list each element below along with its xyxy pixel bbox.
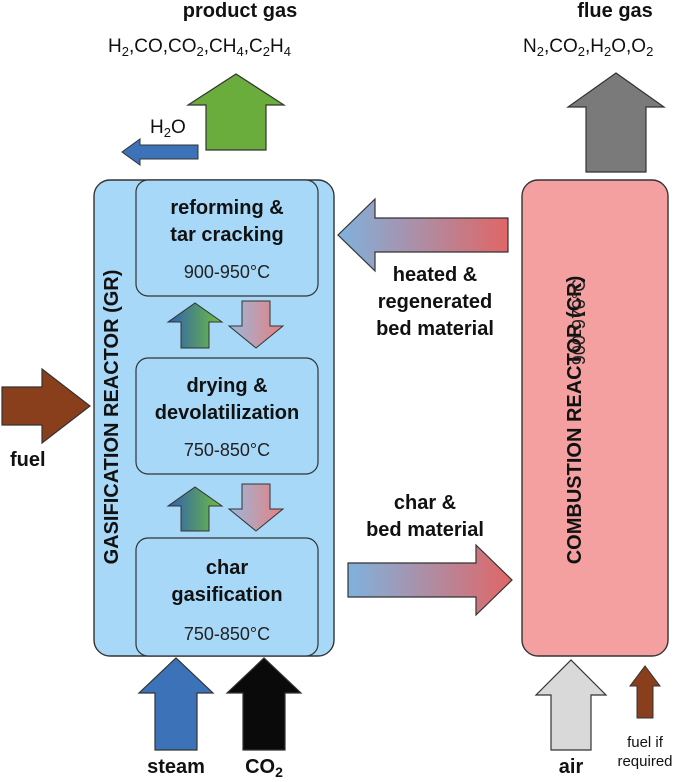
heated-bed-material-arrow [337,197,509,273]
air-arrow [534,659,608,751]
stage-char-temp: 750-850°C [183,624,271,644]
stage-drying-label: drying & devolatilization [154,375,300,424]
stage-box-drying [135,357,319,475]
stage-reforming-label: reforming & tar cracking [170,197,284,246]
steam-arrow [137,657,215,751]
internal-up-arrow-1 [166,302,224,349]
product-gas-arrow [185,73,287,151]
fuel-if-required-label: fuel if required [617,734,673,770]
flue-gas-species: N2,CO2,H2O,O2 [523,36,654,59]
internal-down-arrow-1 [227,300,285,349]
combustion-reactor-box [521,179,669,657]
stage-char-label: char gasification [171,557,283,606]
stage-box-reforming [135,179,319,297]
water-label: H2O [150,117,186,140]
air-label: air [558,756,584,778]
stage-reforming-temp: 900-950°C [183,262,271,282]
internal-up-arrow-2 [166,486,224,532]
product-gas-species: H2,CO,CO2,CH4,C2H4 [108,36,291,59]
co2-label: CO2 [245,756,283,780]
flue-gas-title: flue gas [577,0,653,22]
char-bed-material-label: char & bed material [366,492,484,541]
steam-label: steam [147,756,205,778]
char-bed-material-arrow [347,543,513,617]
heated-bed-material-label: heated & regenerated bed material [376,264,494,340]
fuel-label: fuel [10,449,46,471]
fuel-if-required-arrow [629,665,661,719]
water-arrow [121,138,199,166]
product-gas-title: product gas [182,0,298,22]
internal-down-arrow-2 [227,483,285,532]
stage-drying-temp: 750-850°C [183,440,271,460]
gasification-reactor-title: GASIFICATION REACTOR (GR) [101,269,123,565]
combustion-reactor-temp: 900-970°C [569,278,589,366]
fuel-arrow [1,367,91,445]
stage-box-char [135,537,319,657]
flue-gas-arrow [566,72,666,173]
co2-arrow [225,657,303,751]
